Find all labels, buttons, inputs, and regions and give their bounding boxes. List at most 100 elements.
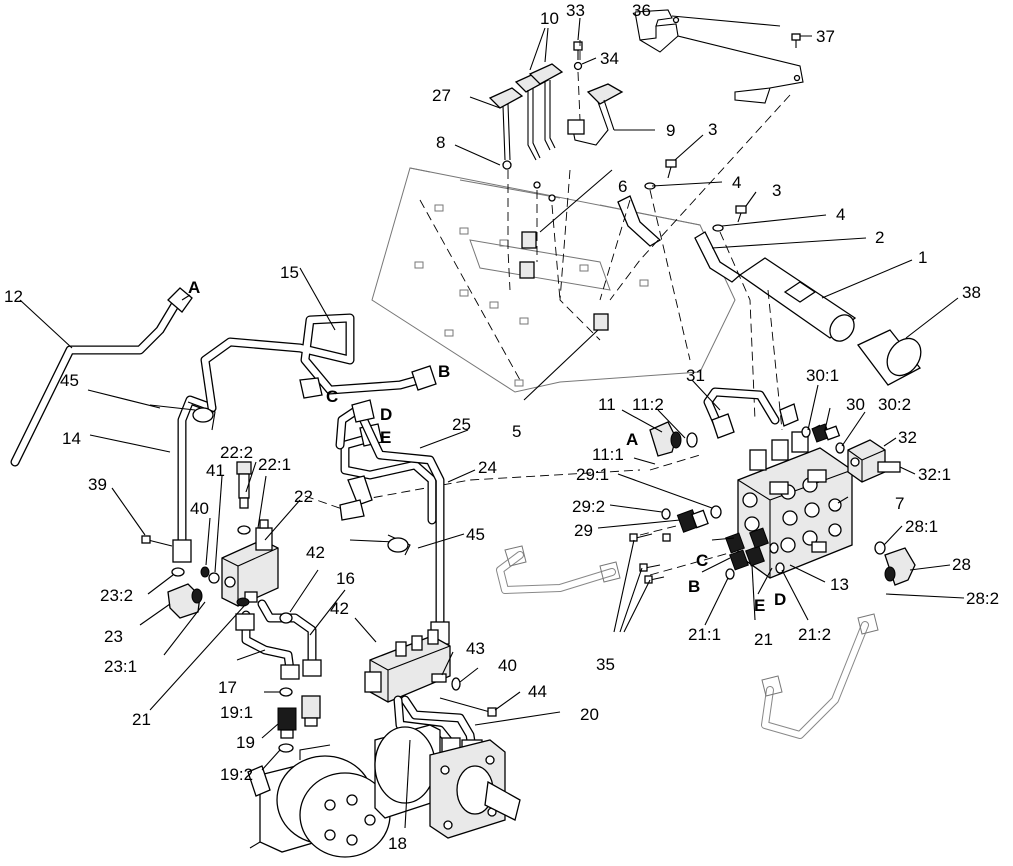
callout-23: 23 bbox=[104, 627, 123, 646]
callout-30: 30 bbox=[846, 395, 865, 414]
bolt-part-39 bbox=[141, 535, 173, 547]
frame-plate bbox=[371, 167, 736, 393]
washer-part-34 bbox=[573, 61, 583, 71]
callout-37: 37 bbox=[816, 27, 835, 46]
callout-9: 9 bbox=[666, 121, 675, 140]
fitting-part-13 bbox=[811, 541, 827, 553]
callout-28: 28 bbox=[952, 555, 971, 574]
port-letter-b-bot: B bbox=[688, 577, 700, 596]
callout-29-1: 29:1 bbox=[576, 465, 609, 484]
fitting-part-11 bbox=[649, 421, 682, 457]
oring-part-23-2 bbox=[171, 567, 185, 577]
pin-part-43 bbox=[431, 673, 447, 683]
callout-7: 7 bbox=[895, 494, 904, 513]
bracket-part-36 bbox=[634, 9, 804, 104]
callout-43: 43 bbox=[466, 639, 485, 658]
tube-part-24 bbox=[335, 399, 450, 645]
pipe-part-12 bbox=[10, 287, 193, 467]
callout-21-1: 21:1 bbox=[688, 625, 721, 644]
callout-16: 16 bbox=[336, 569, 355, 588]
callout-36: 36 bbox=[632, 1, 651, 20]
valve-part-32 bbox=[847, 439, 886, 483]
oring-part-22-1 bbox=[237, 525, 251, 535]
callout-44: 44 bbox=[528, 682, 547, 701]
fittings-part-21-valve bbox=[725, 527, 785, 580]
clamp-part-2-a bbox=[617, 195, 662, 247]
callout-14: 14 bbox=[62, 429, 81, 448]
manifold-part-42 bbox=[364, 629, 451, 703]
fitting-part-19-a bbox=[277, 707, 297, 739]
bolt-part-44 bbox=[439, 697, 497, 717]
callout-11-2: 11:2 bbox=[632, 395, 664, 414]
callout-21a: 21 bbox=[132, 710, 151, 729]
fitting-part-22-top bbox=[255, 519, 273, 551]
oring-part-29-1 bbox=[710, 505, 722, 519]
ghost-hose-right bbox=[761, 613, 879, 739]
tube-part-15 bbox=[200, 313, 437, 413]
callout-3b: 3 bbox=[772, 181, 781, 200]
callout-32: 32 bbox=[898, 428, 917, 447]
clip-part-45-a bbox=[149, 401, 216, 431]
screw-part-37 bbox=[791, 33, 801, 48]
callout-39: 39 bbox=[88, 475, 107, 494]
callout-1: 1 bbox=[918, 248, 927, 267]
control-lever-part-10-a bbox=[514, 71, 550, 189]
oring-part-11-2 bbox=[686, 432, 698, 448]
elbow-part-28 bbox=[884, 547, 916, 586]
callout-21-2: 21:2 bbox=[798, 625, 831, 644]
port-letter-e-top: E bbox=[380, 428, 391, 447]
port-letter-c-top: C bbox=[326, 387, 338, 406]
tube-part-31 bbox=[703, 387, 799, 439]
tube-part-17 bbox=[235, 610, 300, 680]
callout-34: 34 bbox=[600, 49, 619, 68]
fitting-part-21 bbox=[236, 597, 250, 607]
ghost-hose-left bbox=[496, 545, 621, 594]
callout-45a: 45 bbox=[60, 371, 79, 390]
callout-3a: 3 bbox=[708, 120, 717, 139]
callout-31: 31 bbox=[686, 366, 705, 385]
callout-19-2: 19:2 bbox=[220, 765, 253, 784]
clip-part-45-b bbox=[349, 534, 411, 556]
oring-part-29-2 bbox=[661, 508, 671, 520]
callout-41: 41 bbox=[206, 461, 225, 480]
oring-part-41 bbox=[208, 572, 220, 584]
callout-42a: 42 bbox=[306, 543, 325, 562]
callout-29: 29 bbox=[574, 521, 593, 540]
oring-part-19-1 bbox=[279, 687, 293, 697]
clamp-part-2-b bbox=[694, 231, 742, 283]
callout-23-1: 23:1 bbox=[104, 657, 137, 676]
leader-lines bbox=[19, 15, 965, 829]
fitting-part-19-b bbox=[301, 695, 321, 727]
fitting-part-32-1 bbox=[877, 461, 901, 473]
callout-4b: 4 bbox=[836, 205, 845, 224]
callout-33: 33 bbox=[566, 1, 585, 20]
hydraulic-motor-right bbox=[374, 724, 521, 839]
callout-2: 2 bbox=[875, 228, 884, 247]
callout-24: 24 bbox=[478, 458, 497, 477]
oring-part-28-1 bbox=[874, 541, 886, 555]
nut-part-8 bbox=[502, 160, 512, 170]
callout-5: 5 bbox=[512, 422, 521, 441]
bolts-part-35 bbox=[629, 533, 671, 584]
washer-part-40-b bbox=[451, 677, 461, 691]
port-letter-e-bot: E bbox=[754, 596, 765, 615]
callout-13: 13 bbox=[830, 575, 849, 594]
washer-part-4-b bbox=[712, 224, 724, 232]
port-letter-b-top: B bbox=[438, 362, 450, 381]
dashed-assembly-lines bbox=[304, 40, 821, 576]
control-lever-part-10-b bbox=[528, 63, 564, 202]
callout-12: 12 bbox=[4, 287, 23, 306]
bolt-part-33 bbox=[573, 41, 583, 60]
callout-23-2: 23:2 bbox=[100, 586, 133, 605]
callout-8: 8 bbox=[436, 133, 445, 152]
cover-part-38 bbox=[857, 329, 922, 386]
callout-15: 15 bbox=[280, 263, 299, 282]
callout-42b: 42 bbox=[330, 599, 349, 618]
bracket-part-5 bbox=[593, 313, 609, 331]
tube-part-16 bbox=[257, 599, 322, 677]
callout-38: 38 bbox=[962, 283, 981, 302]
callout-28-2: 28:2 bbox=[966, 589, 999, 608]
oring-part-19-2 bbox=[278, 743, 294, 753]
callout-32-1: 32:1 bbox=[918, 465, 951, 484]
bracket-part-6 bbox=[519, 231, 537, 279]
